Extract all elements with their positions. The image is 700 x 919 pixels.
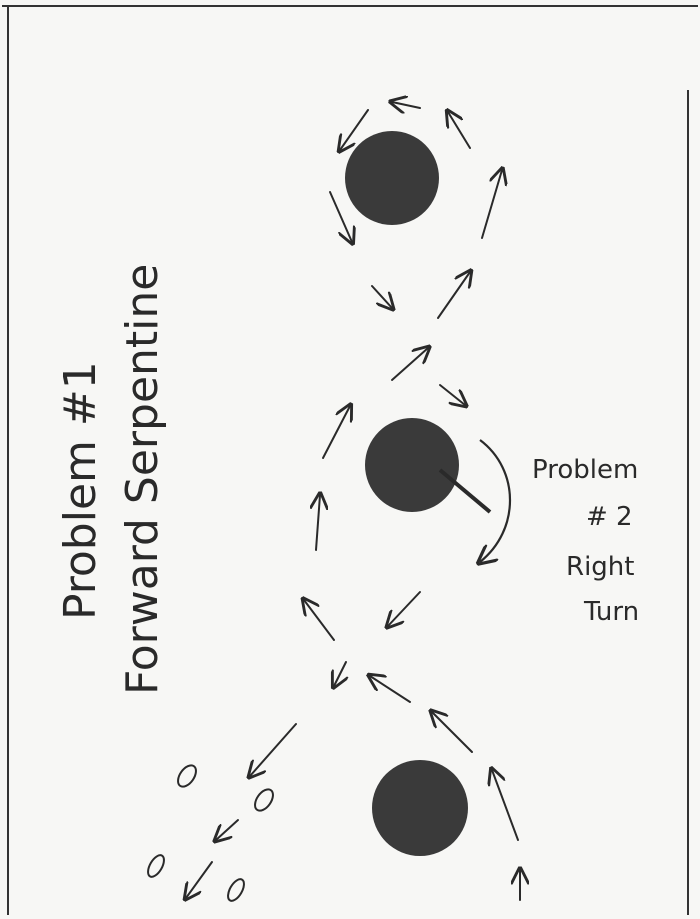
pylon-top: [345, 131, 439, 225]
footprint: [225, 877, 247, 904]
problem1-title: Problem #1: [55, 361, 106, 620]
arrow: [250, 724, 296, 776]
arrow: [334, 662, 346, 686]
footprint: [145, 853, 167, 880]
arrow: [438, 272, 470, 318]
arrow: [440, 385, 465, 405]
arrow: [492, 770, 518, 840]
arrow: [372, 286, 392, 308]
problem1-label-group: Problem #1 Forward Serpentine: [55, 264, 168, 695]
arrow: [323, 406, 350, 458]
right-turn-arrow: [480, 440, 510, 562]
arrow: [432, 712, 472, 752]
arrow: [316, 495, 320, 550]
footprint-marks: [145, 762, 277, 903]
footprint: [251, 786, 276, 814]
arrow: [330, 192, 352, 242]
arrow-group: [186, 102, 520, 900]
problem2-line1: Problem: [532, 455, 638, 485]
arrow: [392, 102, 420, 108]
arrow: [216, 820, 238, 840]
problem2-line2: # 2: [586, 502, 633, 532]
arrow: [392, 348, 428, 380]
arrow: [482, 170, 502, 238]
arrow: [186, 862, 212, 898]
arrow: [370, 676, 410, 702]
arrow: [388, 592, 420, 626]
problem2-line3: Right: [566, 552, 634, 582]
problem2-label-group: Problem # 2 Right Turn: [532, 455, 639, 627]
arrow: [448, 112, 470, 148]
footprint: [174, 762, 199, 790]
problem1-subtitle: Forward Serpentine: [117, 264, 168, 695]
problem2-line4: Turn: [583, 597, 639, 627]
pylon-bottom: [372, 760, 468, 856]
arrow: [304, 600, 334, 640]
pylon-middle: [365, 418, 459, 512]
